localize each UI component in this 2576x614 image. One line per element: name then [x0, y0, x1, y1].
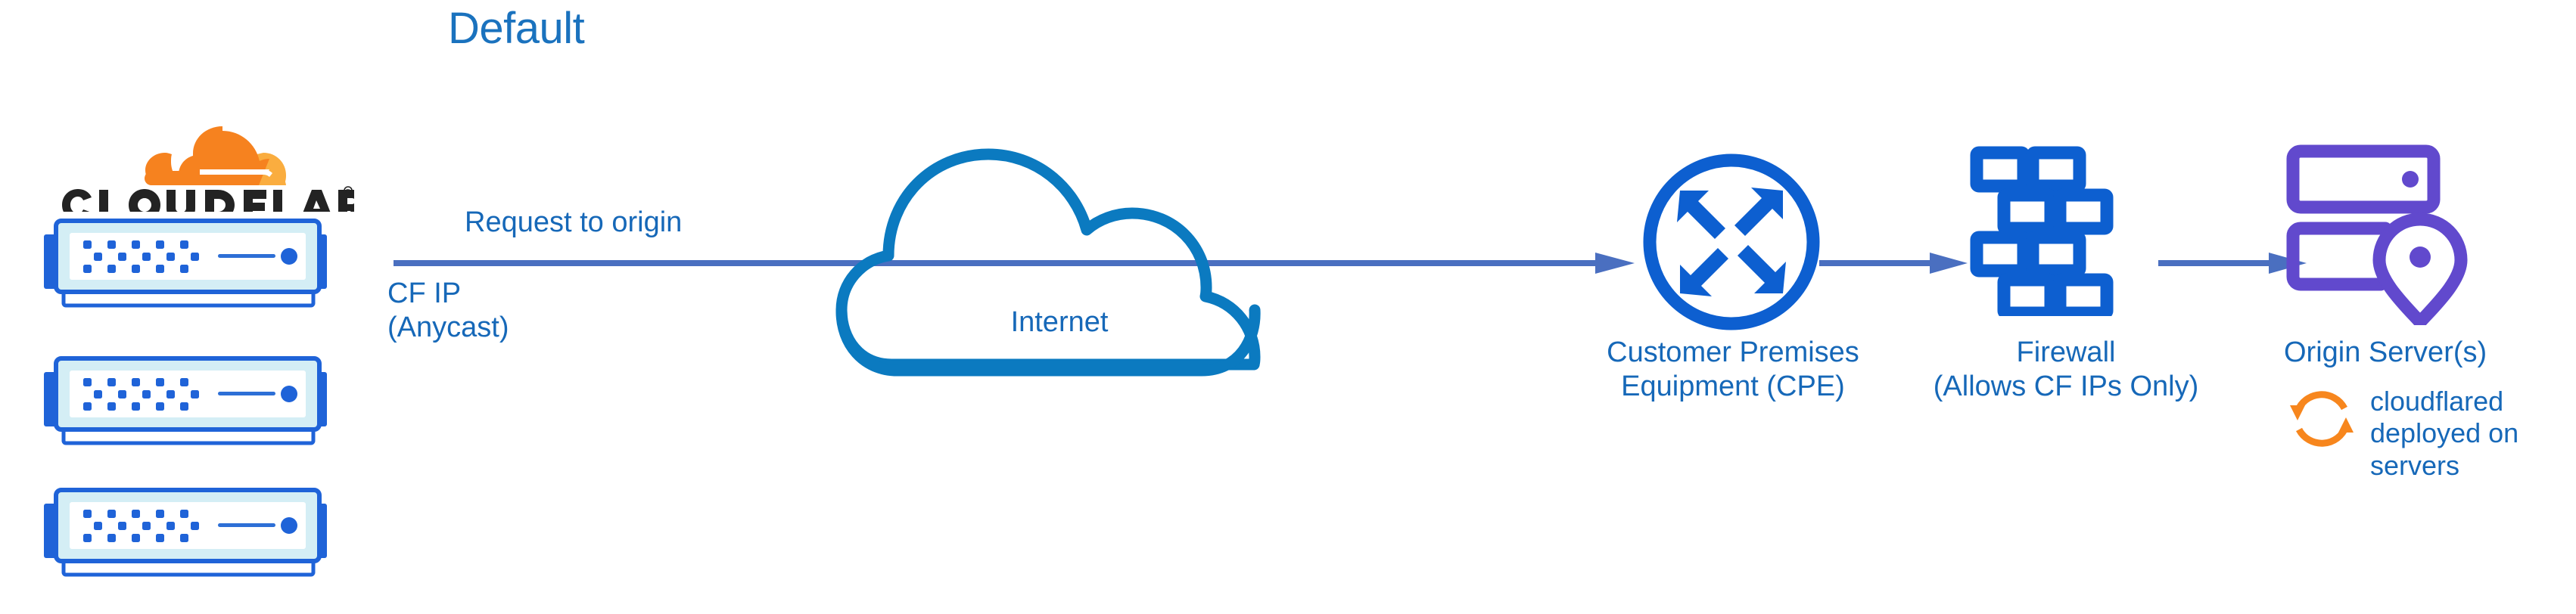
- arrow-edge-to-cpe: [394, 248, 1635, 278]
- cloud-icon: [832, 107, 1286, 380]
- cloudflared-annotation-label: cloudflared deployed on servers: [2370, 386, 2519, 481]
- arrow-cpe-to-firewall: [1819, 251, 1968, 275]
- router-icon: [1633, 144, 1830, 340]
- connector-label-request-to-origin: Request to origin: [465, 206, 683, 238]
- origin-server-label: Origin Server(s): [2284, 336, 2487, 368]
- cloudflare-logo: R: [36, 106, 354, 212]
- svg-text:R: R: [346, 188, 350, 195]
- firewall-label: Firewall (Allows CF IPs Only): [1933, 336, 2199, 402]
- sync-refresh-icon: [2285, 383, 2358, 455]
- arrow-firewall-to-origin: [2158, 251, 2307, 275]
- cf-ip-anycast-label: CF IP (Anycast): [387, 278, 509, 343]
- origin-server-icon: [2285, 144, 2475, 325]
- page-title: Default: [448, 4, 585, 53]
- cpe-label: Customer Premises Equipment (CPE): [1607, 336, 1859, 402]
- server-rack-icon: [29, 484, 347, 579]
- firewall-icon: [1968, 145, 2134, 316]
- internet-label: Internet: [1010, 306, 1109, 338]
- server-rack-icon: [29, 352, 347, 448]
- server-rack-icon: [29, 215, 347, 310]
